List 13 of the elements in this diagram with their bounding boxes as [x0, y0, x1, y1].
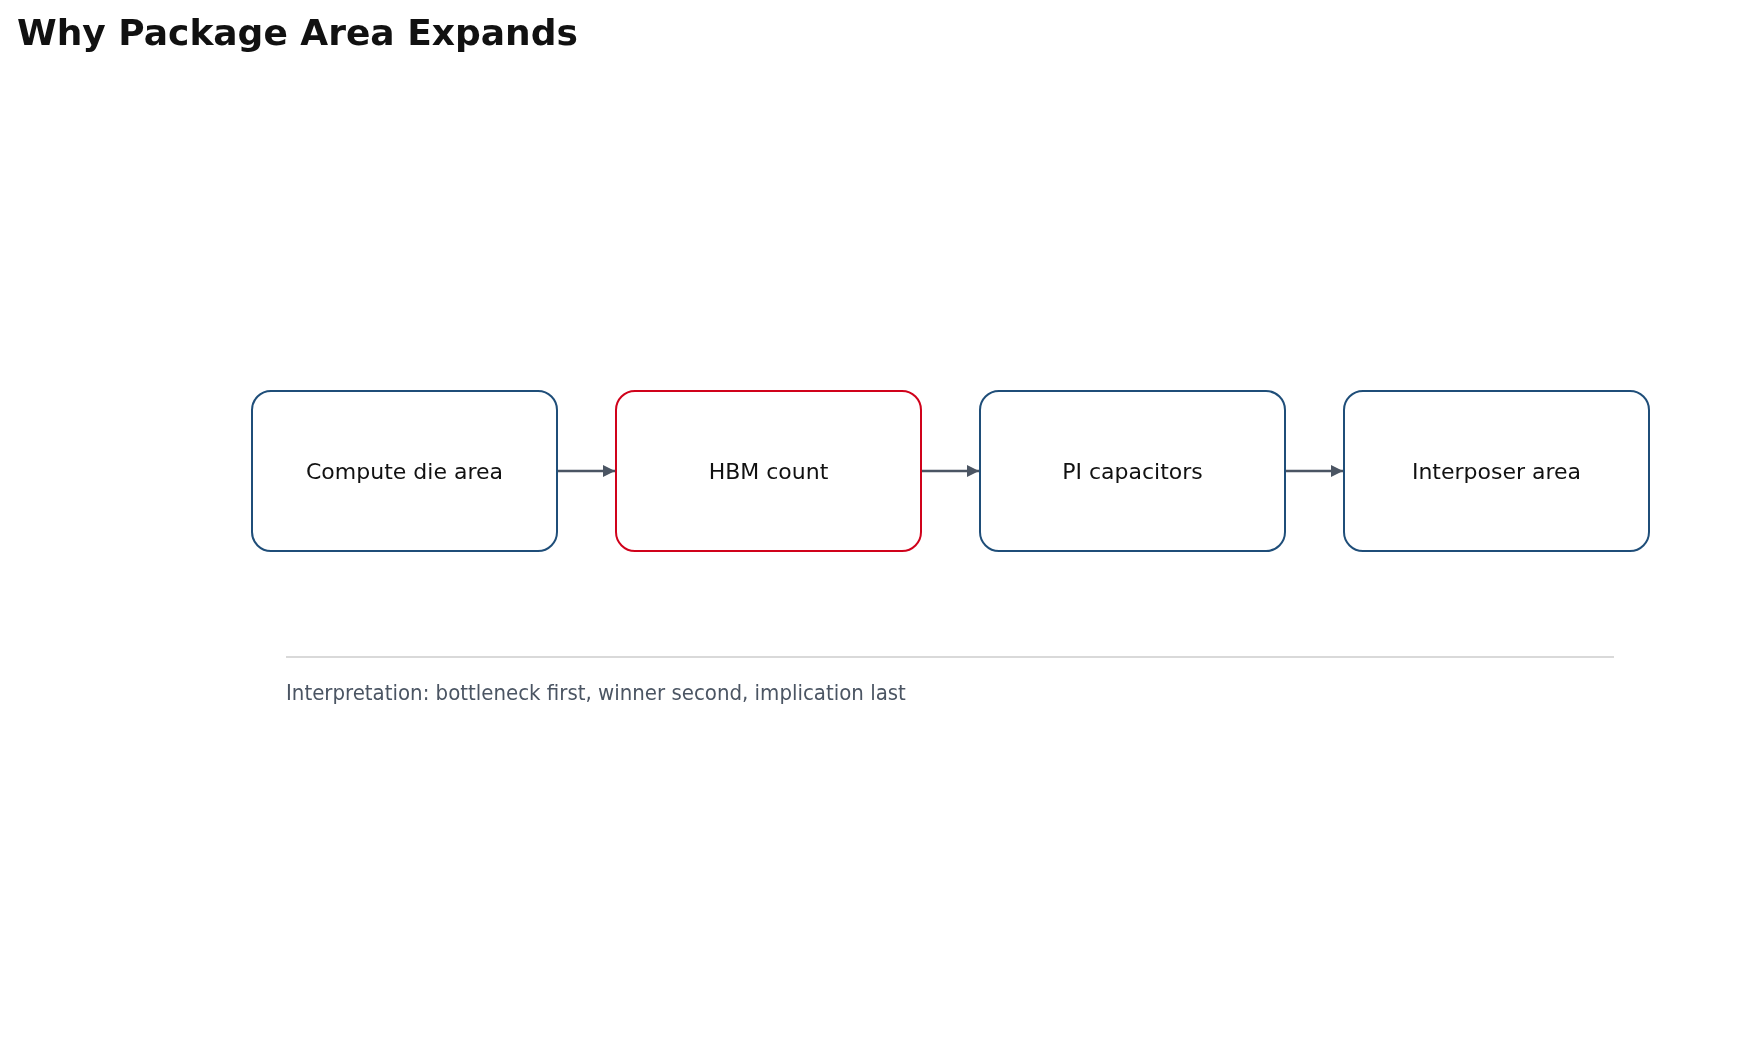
diagram-title: Why Package Area Expands	[17, 12, 578, 53]
process-box	[251, 390, 558, 552]
node-label: HBM count	[708, 458, 829, 484]
process-box	[979, 390, 1286, 552]
interpretation-note: Interpretation: bottleneck first, winner second, implication last	[286, 680, 906, 705]
arrow	[1286, 464, 1343, 478]
process-box	[615, 390, 922, 552]
arrow	[558, 464, 615, 478]
node-label: Compute die area	[306, 458, 503, 484]
arrow	[922, 464, 979, 478]
node-label: Interposer area	[1411, 458, 1582, 484]
node-label: PI capacitors	[1062, 458, 1203, 484]
process-box	[1343, 390, 1650, 552]
